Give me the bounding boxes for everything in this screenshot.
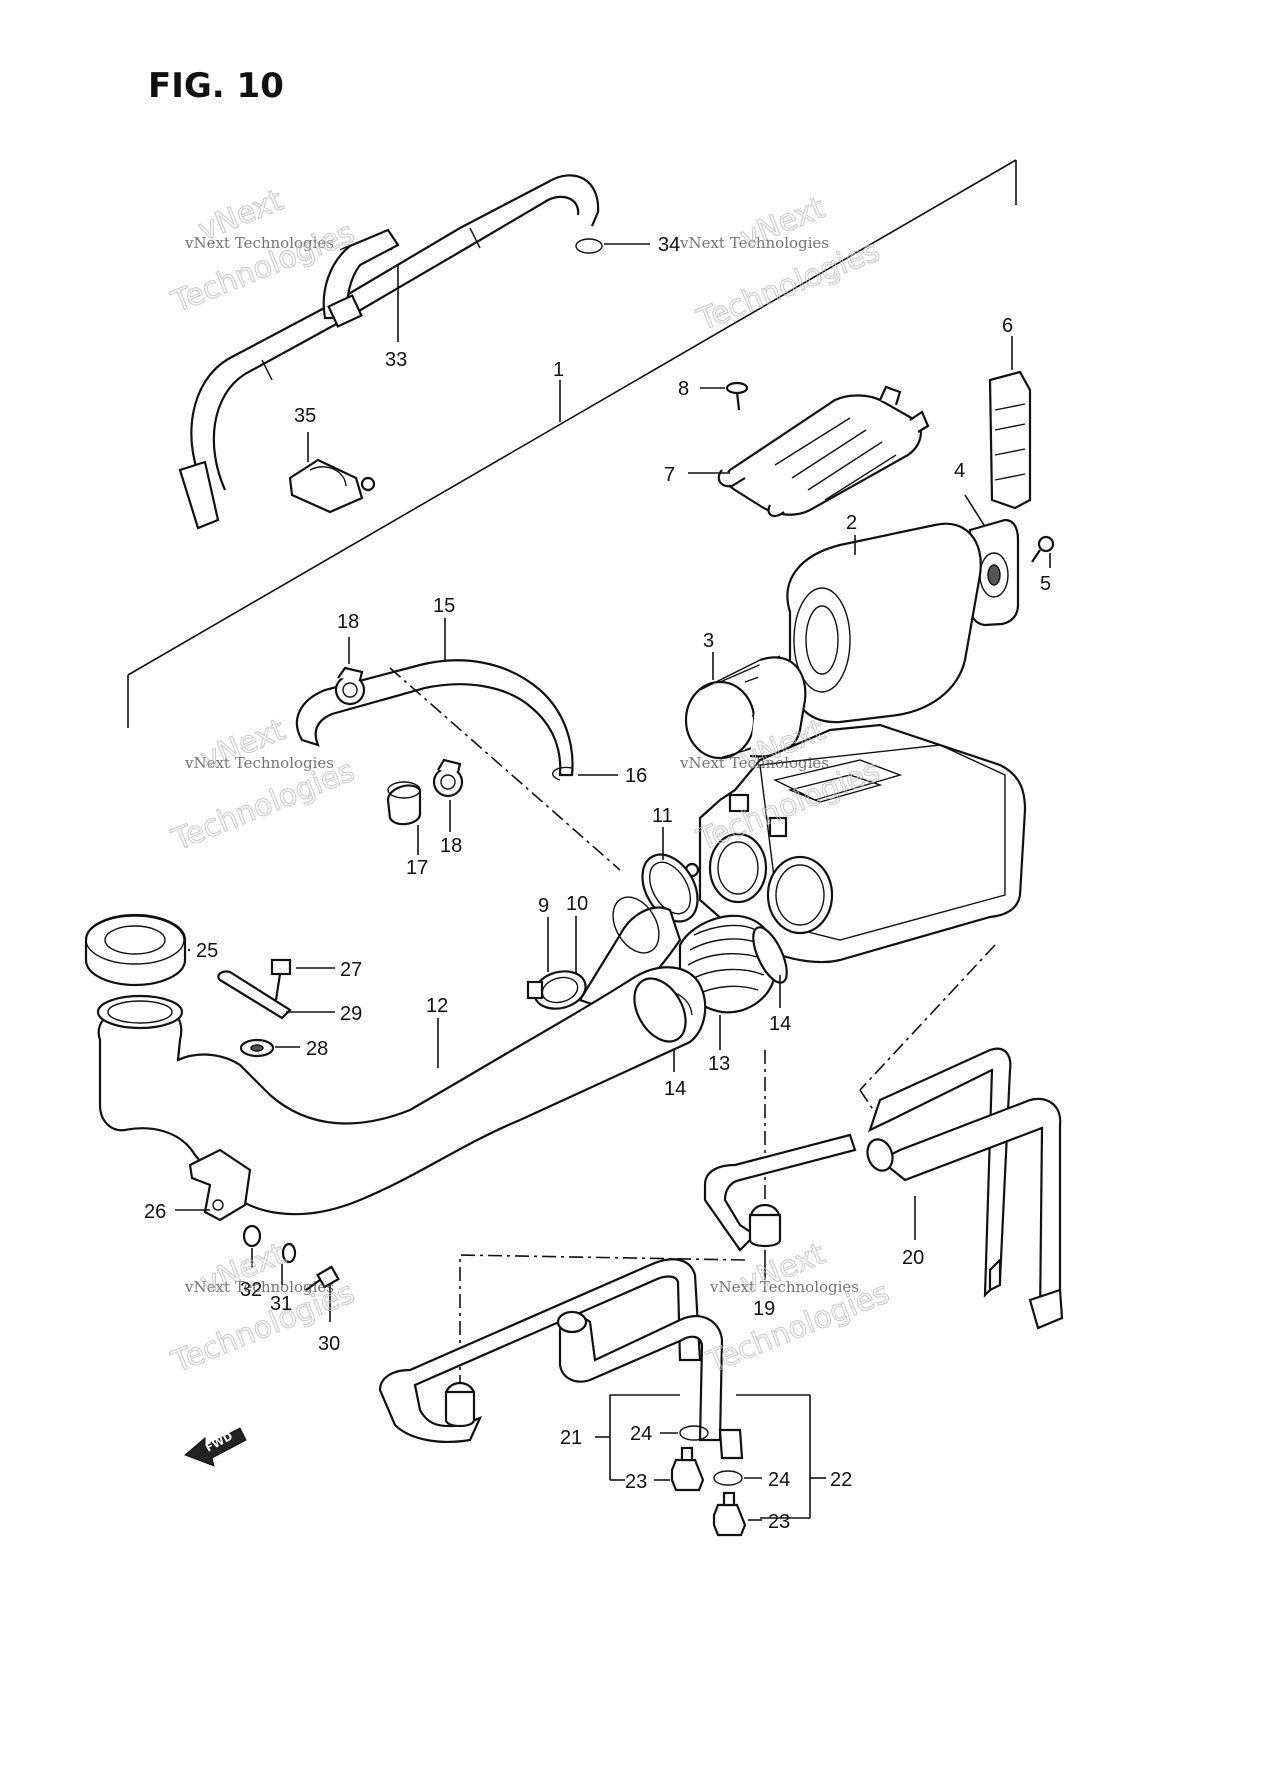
clip-24-left	[660, 1425, 709, 1441]
intake-duct-12	[96, 966, 707, 1216]
callout-27: 27	[340, 959, 362, 981]
drain-hose-20	[866, 1047, 1064, 1330]
callout-12: 12	[426, 995, 448, 1017]
drain-hose-lower	[378, 1258, 744, 1460]
callout-5: 5	[1040, 573, 1051, 595]
callout-22: 22	[830, 1469, 852, 1491]
screw-30	[305, 1265, 340, 1322]
callout-18-upper: 18	[337, 611, 359, 633]
callout-14-left: 14	[664, 1078, 686, 1100]
cover-piece-6	[988, 336, 1032, 510]
air-cleaner-case	[684, 723, 1027, 964]
fwd-arrow-icon: FWD	[184, 1427, 247, 1467]
washer-32	[242, 1224, 262, 1268]
callout-34: 34	[658, 234, 680, 256]
joint-10	[575, 896, 682, 1012]
grommet-25	[84, 913, 190, 987]
callout-23-left: 23	[625, 1471, 647, 1493]
callout-13: 13	[708, 1053, 730, 1075]
callout-19: 19	[753, 1298, 775, 1320]
callout-24-right: 24	[768, 1469, 790, 1491]
callout-20: 20	[902, 1247, 924, 1269]
callout-25: 25	[196, 940, 218, 962]
washer-28	[239, 1038, 300, 1058]
svg-text:vNext Technologies: vNext Technologies	[184, 234, 334, 252]
clamp-35	[288, 432, 376, 514]
callout-3: 3	[703, 630, 714, 652]
callout-18-lower: 18	[440, 835, 462, 857]
callout-24-left: 24	[630, 1423, 652, 1445]
callout-8: 8	[678, 378, 689, 400]
fittings-bracket-22	[736, 1394, 826, 1519]
watermark-bottom-right: vNext Technologies Technologies vNext	[701, 1236, 895, 1381]
callout-4: 4	[954, 460, 965, 482]
callout-23-right: 23	[768, 1511, 790, 1533]
fitting-23-left	[654, 1446, 705, 1492]
drain-hose-19	[703, 1133, 857, 1280]
clamp-18-upper	[334, 637, 366, 706]
clamp-18-lower	[432, 758, 464, 832]
hose-15	[295, 618, 574, 777]
ring-11	[641, 827, 699, 923]
watermark-bottom-left: vNext Technologies Technologies vNext	[166, 1236, 360, 1381]
svg-text:vNext Technologies: vNext Technologies	[709, 1278, 859, 1296]
fitting-23-right	[712, 1491, 762, 1537]
callout-29: 29	[340, 1003, 362, 1025]
callout-14-right: 14	[769, 1013, 791, 1035]
plate-29	[217, 970, 335, 1020]
air-cleaner-cover-7	[688, 385, 930, 518]
callout-16: 16	[625, 765, 647, 787]
clamp-14-right	[752, 926, 788, 1008]
fittings-bracket-21	[595, 1394, 680, 1481]
filter-cage-3	[684, 652, 807, 760]
svg-text:vNext Technologies: vNext Technologies	[184, 1278, 334, 1296]
callout-10: 10	[566, 893, 588, 915]
callout-2: 2	[846, 512, 857, 534]
svg-text:vNext Technologies: vNext Technologies	[679, 754, 829, 772]
svg-text:vNext Technologies: vNext Technologies	[679, 234, 829, 252]
air-filter-element-2	[786, 522, 982, 724]
svg-text:vNext Technologies: vNext Technologies	[184, 754, 334, 772]
clip-24-right	[713, 1470, 762, 1486]
callout-17: 17	[406, 857, 428, 879]
callout-11: 11	[652, 805, 673, 827]
callout-21: 21	[560, 1427, 582, 1449]
callout-33: 33	[385, 349, 407, 371]
bolt-27	[270, 958, 335, 1001]
callout-1: 1	[553, 359, 564, 381]
callout-26: 26	[144, 1201, 166, 1223]
bracket-26	[175, 1148, 252, 1222]
watermark-mid-left: vNext Technologies Technologies vNext	[166, 712, 360, 859]
clip-16	[552, 766, 618, 781]
clamp-9	[526, 917, 587, 1010]
screw-8	[700, 381, 749, 411]
assembly-bracket	[127, 159, 1017, 728]
callout-7: 7	[664, 464, 675, 486]
callout-32: 32	[240, 1279, 262, 1301]
watermark-top-right: vNext Technologies Technologies vNext	[679, 190, 885, 339]
figure-title: FIG. 10	[148, 66, 284, 106]
clip-34	[575, 238, 650, 254]
callout-31: 31	[270, 1293, 292, 1315]
callout-28: 28	[306, 1038, 328, 1060]
breather-hose-33	[178, 174, 600, 530]
callout-35: 35	[294, 405, 316, 427]
callout-9: 9	[538, 895, 549, 917]
plug-17	[386, 781, 422, 855]
washer-31	[281, 1242, 297, 1285]
callout-30: 30	[318, 1333, 340, 1355]
callout-15: 15	[433, 595, 455, 617]
callout-6: 6	[1002, 315, 1013, 337]
screw-5	[1031, 535, 1055, 568]
